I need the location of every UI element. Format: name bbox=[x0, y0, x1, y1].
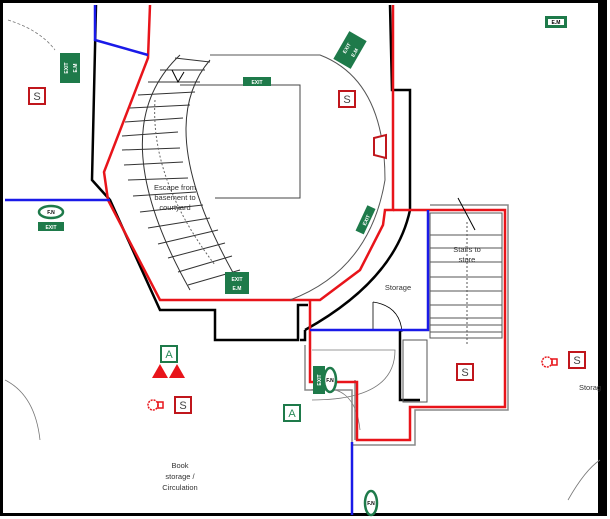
svg-text:EXIT: EXIT bbox=[45, 225, 56, 231]
assembly-sign: A bbox=[160, 345, 178, 363]
svg-text:store: store bbox=[459, 255, 476, 264]
svg-text:EXIT: EXIT bbox=[342, 42, 353, 55]
svg-text:EXIT: EXIT bbox=[251, 80, 262, 86]
room-label-stairs-store: Stairs to store bbox=[453, 245, 481, 264]
svg-text:EXIT: EXIT bbox=[231, 277, 242, 283]
svg-text:storage /: storage / bbox=[165, 472, 195, 481]
svg-text:A: A bbox=[288, 408, 296, 420]
svg-text:Stairs to: Stairs to bbox=[453, 245, 481, 254]
svg-text:EXIT: EXIT bbox=[362, 214, 372, 227]
exit-sign: EXIT E.M bbox=[225, 272, 249, 294]
svg-text:E.M: E.M bbox=[233, 286, 242, 292]
svg-text:F.N: F.N bbox=[367, 501, 375, 507]
svg-text:F.N: F.N bbox=[47, 210, 55, 216]
svg-text:courtyard: courtyard bbox=[159, 203, 190, 212]
svg-text:Book: Book bbox=[171, 461, 188, 470]
room-label-escape: Escape from basement to courtyard bbox=[154, 183, 196, 212]
fire-point-icon: F.N bbox=[363, 489, 379, 517]
svg-text:Circulation: Circulation bbox=[162, 483, 197, 492]
assembly-sign: A bbox=[283, 404, 301, 422]
exit-sign: EXIT bbox=[38, 222, 64, 231]
svg-text:S: S bbox=[179, 400, 186, 412]
svg-text:S: S bbox=[573, 355, 580, 367]
room-label-book-storage: Book storage / Circulation bbox=[162, 461, 197, 492]
landing bbox=[180, 84, 301, 199]
svg-text:E.M: E.M bbox=[552, 20, 561, 26]
svg-text:S: S bbox=[343, 94, 350, 106]
room-label-storage: Storage bbox=[385, 283, 411, 292]
svg-text:S: S bbox=[461, 367, 468, 379]
alarm-sounder-icon bbox=[541, 356, 558, 368]
svg-text:EXIT: EXIT bbox=[64, 62, 70, 73]
smoke-sign: S bbox=[174, 396, 192, 414]
fire-door-icon bbox=[373, 133, 387, 160]
alarm-sounder-icon bbox=[147, 399, 164, 411]
exit-sign: EXIT bbox=[355, 205, 376, 235]
svg-text:EXIT: EXIT bbox=[317, 374, 323, 385]
fire-point-icon: F.N bbox=[322, 366, 338, 394]
svg-text:S: S bbox=[33, 91, 40, 103]
svg-text:Escape from: Escape from bbox=[154, 183, 196, 192]
round-room-outline bbox=[210, 54, 386, 301]
svg-text:E.M: E.M bbox=[73, 64, 79, 73]
svg-text:A: A bbox=[165, 349, 173, 361]
exit-sign: EXIT bbox=[243, 77, 271, 86]
warning-triangle-icons bbox=[152, 364, 185, 378]
smoke-sign: S bbox=[28, 87, 46, 105]
exit-sign: EXIT bbox=[313, 366, 325, 394]
smoke-sign: S bbox=[338, 90, 356, 108]
smoke-sign: S bbox=[456, 363, 474, 381]
exit-sign: E.M bbox=[545, 16, 567, 28]
compartment-lines bbox=[5, 5, 430, 515]
svg-text:basement to: basement to bbox=[154, 193, 195, 202]
svg-text:E.M: E.M bbox=[350, 48, 360, 59]
room-label-storage-right: Storag bbox=[579, 383, 601, 392]
right-edge-wall bbox=[598, 2, 606, 516]
fire-point-icon: F.N bbox=[37, 204, 65, 220]
smoke-sign: S bbox=[568, 351, 586, 369]
curved-stair bbox=[121, 54, 241, 291]
svg-text:F.N: F.N bbox=[326, 378, 334, 384]
straight-stair bbox=[402, 197, 503, 403]
